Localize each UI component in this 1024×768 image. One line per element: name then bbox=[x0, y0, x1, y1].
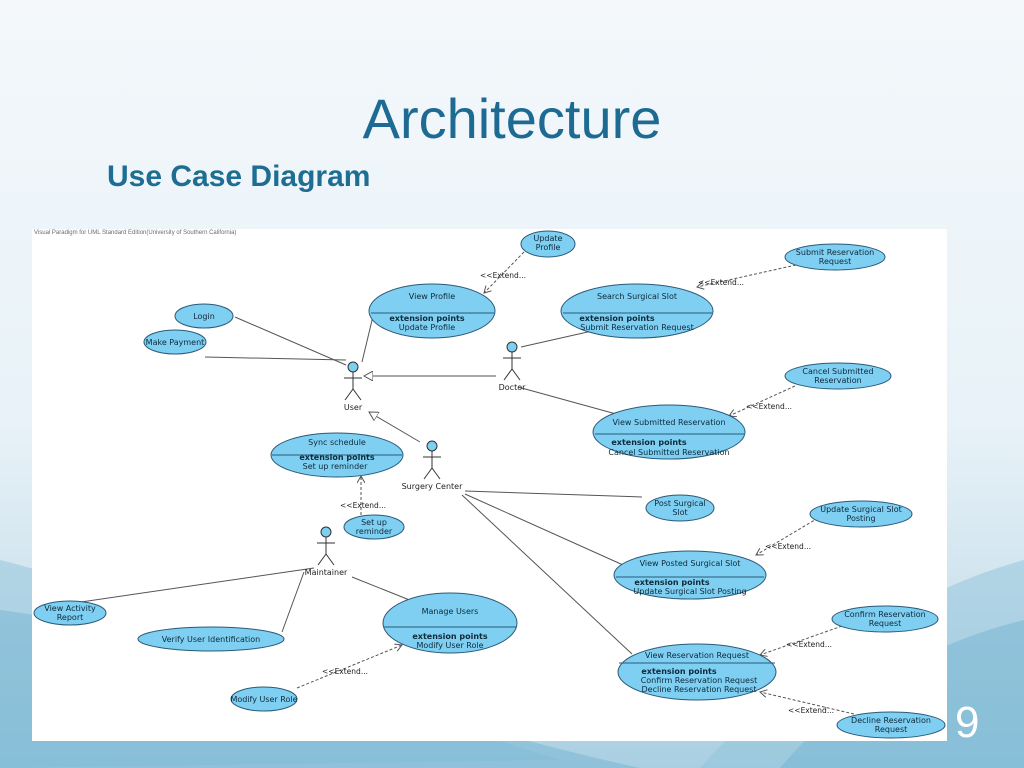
use-case-submit-reservation-request[interactable]: Submit Reservation Request bbox=[784, 243, 886, 271]
extend-label: <<Extend... bbox=[698, 278, 744, 287]
svg-text:View Submitted Reservation: View Submitted Reservation bbox=[612, 418, 725, 427]
svg-text:Update Surgical Slot: Update Surgical Slot bbox=[820, 505, 902, 514]
svg-text:Update Profile: Update Profile bbox=[399, 323, 455, 332]
extend-label: <<Extend... bbox=[480, 271, 526, 280]
extend-label: <<Extend... bbox=[340, 501, 386, 510]
use-case-view-submitted-reservation[interactable]: View Submitted Reservation extension poi… bbox=[592, 404, 746, 460]
svg-text:Post Surgical: Post Surgical bbox=[654, 499, 705, 508]
svg-text:Report: Report bbox=[57, 613, 84, 622]
slide-subtitle: Use Case Diagram bbox=[107, 160, 371, 193]
use-case-view-posted-surgical-slot[interactable]: View Posted Surgical Slot extension poin… bbox=[613, 550, 767, 600]
svg-text:Make Payment: Make Payment bbox=[146, 338, 205, 347]
extend-dependencies bbox=[296, 251, 855, 715]
use-case-confirm-reservation-request[interactable]: Confirm Reservation Request bbox=[831, 605, 939, 633]
svg-text:Modify User Role: Modify User Role bbox=[416, 641, 483, 650]
use-case-view-activity-report[interactable]: View Activity Report bbox=[33, 600, 107, 626]
use-case-view-profile[interactable]: View Profile extension points Update Pro… bbox=[368, 283, 496, 339]
svg-text:Cancel Submitted Reservation: Cancel Submitted Reservation bbox=[608, 448, 729, 457]
svg-text:Reservation: Reservation bbox=[814, 376, 861, 385]
use-case-modify-user-role[interactable]: Modify User Role bbox=[230, 686, 298, 712]
svg-text:Verify User Identification: Verify User Identification bbox=[162, 635, 260, 644]
svg-text:Login: Login bbox=[193, 312, 215, 321]
use-case-decline-reservation-request[interactable]: Decline Reservation Request bbox=[836, 711, 946, 739]
generalizations bbox=[364, 376, 496, 443]
actor-maintainer-label: Maintainer bbox=[305, 568, 348, 577]
actor-doctor-label: Doctor bbox=[499, 383, 526, 392]
svg-text:View Profile: View Profile bbox=[409, 292, 455, 301]
svg-text:Search Surgical Slot: Search Surgical Slot bbox=[597, 292, 677, 301]
svg-text:Slot: Slot bbox=[672, 508, 687, 517]
actor-surgery-center-label: Surgery Center bbox=[402, 482, 464, 491]
extend-label: <<Extend... bbox=[765, 542, 811, 551]
svg-text:extension points: extension points bbox=[412, 632, 487, 641]
use-case-sync-schedule[interactable]: Sync schedule extension points Set up re… bbox=[270, 432, 404, 478]
svg-text:Update Surgical Slot Posting: Update Surgical Slot Posting bbox=[633, 587, 746, 596]
page-number: 9 bbox=[955, 698, 980, 747]
svg-text:Sync schedule: Sync schedule bbox=[308, 438, 366, 447]
svg-text:Submit Reservation: Submit Reservation bbox=[796, 248, 874, 257]
extend-label: <<Extend... bbox=[788, 706, 834, 715]
use-case-verify-user-identification[interactable]: Verify User Identification bbox=[137, 626, 285, 652]
svg-text:Request: Request bbox=[819, 257, 852, 266]
use-case-search-surgical-slot[interactable]: Search Surgical Slot extension points Su… bbox=[560, 283, 714, 339]
svg-text:View Reservation Request: View Reservation Request bbox=[645, 651, 749, 660]
svg-text:Manage Users: Manage Users bbox=[422, 607, 479, 616]
use-case-make-payment[interactable]: Make Payment bbox=[143, 329, 207, 355]
svg-text:extension points: extension points bbox=[299, 453, 374, 462]
svg-text:Confirm Reservation Request: Confirm Reservation Request bbox=[641, 676, 758, 685]
diagram-canvas: <<Extend... <<Extend... <<Extend... <<Ex… bbox=[33, 230, 946, 739]
actor-user-label: User bbox=[344, 403, 363, 412]
use-case-view-reservation-request[interactable]: View Reservation Request extension point… bbox=[617, 643, 777, 701]
use-case-cancel-submitted-reservation[interactable]: Cancel Submitted Reservation bbox=[784, 362, 892, 390]
actor-user[interactable]: User bbox=[344, 361, 363, 412]
svg-text:Profile: Profile bbox=[536, 243, 561, 252]
extend-label: <<Extend... bbox=[786, 640, 832, 649]
svg-text:View Activity: View Activity bbox=[44, 604, 96, 613]
use-case-update-surgical-slot-posting[interactable]: Update Surgical Slot Posting bbox=[809, 500, 913, 528]
svg-text:Confirm Reservation: Confirm Reservation bbox=[844, 610, 926, 619]
svg-text:Cancel Submitted: Cancel Submitted bbox=[802, 367, 873, 376]
svg-text:reminder: reminder bbox=[356, 527, 393, 536]
use-case-manage-users[interactable]: Manage Users extension points Modify Use… bbox=[382, 592, 518, 654]
svg-text:extension points: extension points bbox=[389, 314, 464, 323]
svg-text:Set up reminder: Set up reminder bbox=[303, 462, 368, 471]
svg-text:Decline Reservation Request: Decline Reservation Request bbox=[642, 685, 757, 694]
svg-text:extension points: extension points bbox=[634, 578, 709, 587]
svg-text:View Posted Surgical Slot: View Posted Surgical Slot bbox=[640, 559, 741, 568]
associations bbox=[39, 311, 643, 655]
diagram-watermark: Visual Paradigm for UML Standard Edition… bbox=[34, 230, 237, 236]
svg-text:extension points: extension points bbox=[579, 314, 654, 323]
actor-surgery-center[interactable]: Surgery Center bbox=[402, 440, 464, 491]
svg-text:extension points: extension points bbox=[641, 667, 716, 676]
svg-text:Request: Request bbox=[869, 619, 902, 628]
use-case-update-profile[interactable]: Update Profile bbox=[520, 230, 576, 258]
use-case-diagram: Visual Paradigm for UML Standard Edition… bbox=[32, 229, 947, 741]
svg-text:Submit Reservation Request: Submit Reservation Request bbox=[580, 323, 693, 332]
extend-label: <<Extend... bbox=[322, 667, 368, 676]
use-case-set-up-reminder[interactable]: Set up reminder bbox=[343, 514, 405, 540]
extend-label: <<Extend... bbox=[746, 402, 792, 411]
svg-text:Set up: Set up bbox=[361, 518, 387, 527]
use-case-post-surgical-slot[interactable]: Post Surgical Slot bbox=[645, 494, 715, 522]
slide-title: Architecture bbox=[362, 87, 662, 150]
extend-labels: <<Extend... <<Extend... <<Extend... <<Ex… bbox=[322, 271, 834, 715]
svg-text:Decline Reservation: Decline Reservation bbox=[851, 716, 931, 725]
svg-text:Update: Update bbox=[534, 234, 563, 243]
svg-text:Modify User Role: Modify User Role bbox=[230, 695, 297, 704]
svg-text:Request: Request bbox=[875, 725, 908, 734]
svg-text:Posting: Posting bbox=[846, 514, 875, 523]
actor-maintainer[interactable]: Maintainer bbox=[305, 526, 348, 577]
svg-text:extension points: extension points bbox=[611, 438, 686, 447]
actor-doctor[interactable]: Doctor bbox=[499, 341, 526, 392]
use-case-login[interactable]: Login bbox=[174, 303, 234, 329]
